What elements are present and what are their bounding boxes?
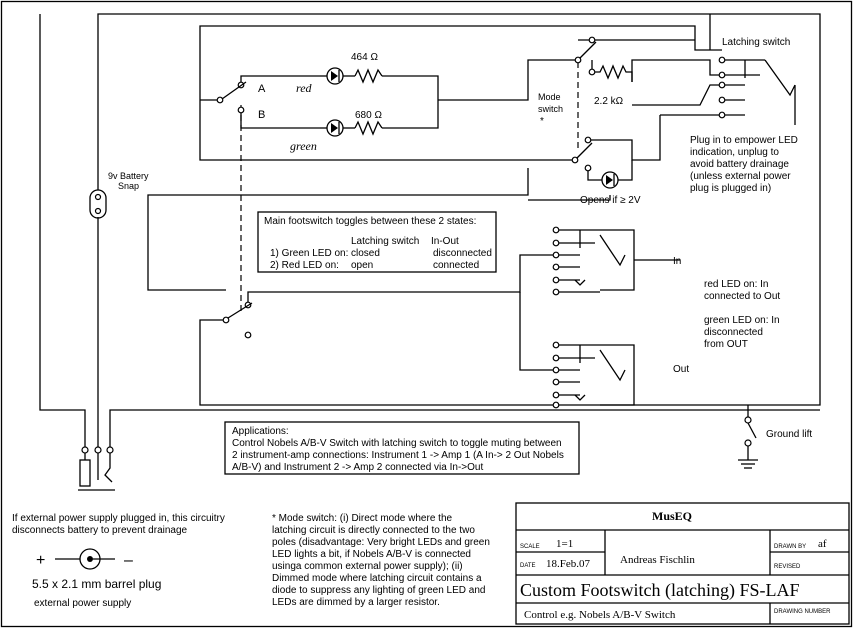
drawn-by-label: DRAWN BY: [774, 544, 806, 550]
states-col-inout: In-Out: [431, 236, 459, 247]
plus-sign: +: [36, 552, 45, 569]
in-jack: [552, 226, 626, 296]
svg-text:(unless external power: (unless external power: [690, 171, 791, 182]
svg-text:Plug in to empower LED: Plug in to empower LED: [690, 135, 798, 146]
out-label: Out: [673, 364, 689, 375]
ground-lift-label: Ground lift: [766, 429, 812, 440]
in-label: In: [673, 256, 681, 267]
states-col-latch: Latching switch: [351, 236, 419, 247]
drawing-title: Custom Footswitch (latching) FS-LAF: [520, 580, 800, 601]
label-a: A: [258, 83, 266, 95]
states-title: Main footswitch toggles between these 2 …: [264, 216, 476, 227]
label-b: B: [258, 109, 265, 121]
battery-snap: [89, 168, 107, 219]
svg-text:from OUT: from OUT: [704, 339, 748, 350]
opens-if-label: Opens if ≥ 2V: [580, 195, 641, 206]
scale-value: 1=1: [556, 538, 573, 550]
green-led-note: green LED on: In disconnected from OUT: [704, 315, 780, 350]
svg-text:green LED on: In: green LED on: In: [704, 315, 780, 326]
ground-lift-switch: [738, 416, 758, 469]
title-block: [515, 502, 850, 625]
svg-text:If external power supply plugg: If external power supply plugged in, thi…: [12, 513, 225, 524]
applications-box: [224, 421, 580, 475]
states-box: [257, 211, 497, 273]
latching-switch-jack: [718, 56, 796, 125]
resistor-2k2-label: 2.2 kΩ: [594, 96, 624, 107]
wires: [39, 13, 821, 460]
red-led-label: red: [296, 81, 313, 95]
barrel-jack: [78, 446, 115, 491]
external-supply-label: external power supply: [34, 598, 131, 609]
mode-switch-lower: [571, 136, 602, 181]
revised-label: REVISED: [774, 564, 801, 570]
out-jack: [552, 341, 626, 409]
barrel-plug-label: 5.5 x 2.1 mm barrel plug: [32, 577, 161, 591]
svg-text:Control Nobels A/B-V Switch wi: Control Nobels A/B-V Switch with latchin…: [232, 438, 562, 449]
svg-text:diode to suppress any lighting: diode to suppress any lighting of green …: [272, 585, 485, 596]
mode-note: * Mode switch: (i) Direct mode where the…: [272, 513, 490, 608]
svg-text:disconnects battery to prevent: disconnects battery to prevent drainage: [12, 525, 188, 536]
states-row1-latch: closed: [351, 248, 380, 259]
svg-text:Applications:: Applications:: [232, 426, 289, 437]
mode-label: Mode: [538, 92, 561, 102]
svg-text:usinga common external power s: usinga common external power supply); (i…: [272, 561, 463, 572]
states-row1-label: 1) Green LED on:: [270, 248, 348, 259]
date-value: 18.Feb.07: [546, 558, 591, 570]
ext-power-note: If external power supply plugged in, thi…: [12, 513, 225, 536]
company-name: MusEQ: [652, 509, 692, 523]
svg-text:latching circuit is directly c: latching circuit is directly connected t…: [272, 525, 475, 536]
svg-text:avoid battery drainage: avoid battery drainage: [690, 159, 789, 170]
resistor-2k2: [595, 64, 633, 82]
svg-text:poles (disadvantage: Very brig: poles (disadvantage: Very bright LEDs an…: [272, 537, 490, 548]
red-led-note: red LED on: In connected to Out: [704, 279, 780, 302]
drawn-by-value: af: [818, 538, 827, 550]
battery-label-2: Snap: [118, 181, 139, 191]
barrel-plug-symbol: [55, 548, 115, 570]
svg-text:Dimmed mode where latching cir: Dimmed mode where latching circuit conta…: [272, 573, 482, 584]
mode-switch-upper: [574, 36, 597, 76]
minus-sign: –: [124, 552, 133, 569]
svg-text:2 instrument-amp connections:: 2 instrument-amp connections: Instrument…: [232, 450, 564, 461]
drawing-number-label: DRAWING NUMBER: [774, 609, 831, 615]
drawing-subtitle: Control e.g. Nobels A/B-V Switch: [524, 609, 676, 621]
scale-label: SCALE: [520, 544, 540, 550]
svg-text:LED lights a bit, if Nobels A/: LED lights a bit, if Nobels A/B-V is con…: [272, 549, 471, 560]
svg-text:indication, unplug to: indication, unplug to: [690, 147, 779, 158]
battery-label-1: 9v Battery: [108, 171, 149, 181]
date-label: DATE: [520, 563, 536, 569]
states-row2-latch: open: [351, 260, 373, 271]
svg-text:A/B-V) and Instrument 2 -> Amp: A/B-V) and Instrument 2 -> Amp 2 connect…: [232, 462, 483, 473]
svg-text:* Mode switch: (i) Direct mode: * Mode switch: (i) Direct mode where the: [272, 513, 453, 524]
ab-switch: [216, 81, 247, 114]
svg-text:red LED on: In: red LED on: In: [704, 279, 768, 290]
svg-text:disconnected: disconnected: [704, 327, 763, 338]
latching-switch-label: Latching switch: [722, 37, 790, 48]
resistor-464: [354, 68, 383, 84]
plug-in-note: Plug in to empower LED indication, unplu…: [690, 135, 798, 194]
resistor-464-label: 464 Ω: [351, 52, 378, 63]
resistor-680-label: 680 Ω: [355, 110, 382, 121]
applications-text: Applications: Control Nobels A/B-V Switc…: [232, 426, 564, 473]
states-row1-inout: disconnected: [433, 248, 492, 259]
switch-label: switch: [538, 104, 563, 114]
states-row2-label: 2) Red LED on:: [270, 260, 339, 271]
svg-text:plug is plugged in): plug is plugged in): [690, 183, 771, 194]
green-led-label: green: [290, 139, 317, 153]
author-name: Andreas Fischlin: [620, 554, 695, 566]
diode-led: [601, 160, 633, 189]
red-led: [320, 67, 355, 85]
resistor-680: [354, 120, 383, 136]
states-row2-inout: connected: [433, 260, 479, 271]
svg-text:LEDs are dimmed by a larger re: LEDs are dimmed by a larger resistor.: [272, 597, 440, 608]
footswitch-lower-pole: [222, 301, 253, 339]
svg-text:connected to Out: connected to Out: [704, 291, 780, 302]
mode-star: *: [540, 116, 544, 127]
green-led: [320, 119, 355, 137]
